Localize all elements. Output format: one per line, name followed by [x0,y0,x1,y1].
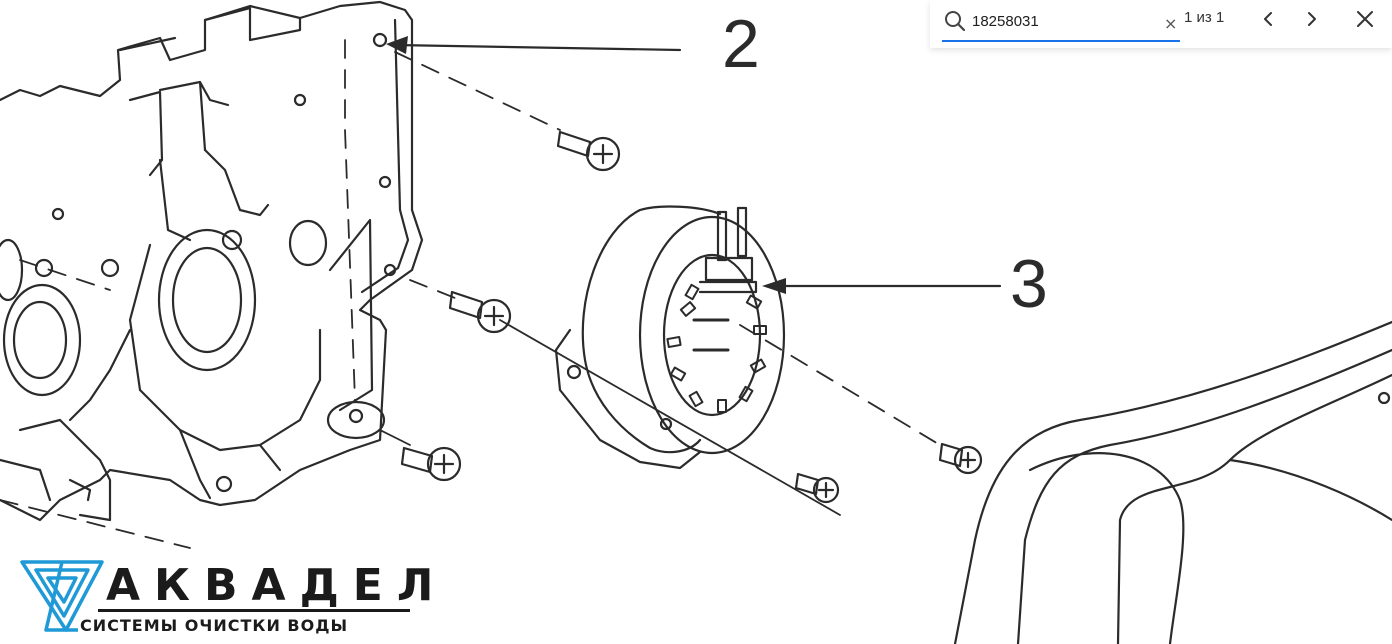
motor [554,205,786,470]
search-icon [945,11,966,32]
match-count: 1 из 1 [1184,9,1225,26]
find-input[interactable] [972,8,1152,34]
find-field: × [942,4,1180,42]
brand-underline [98,609,410,612]
screw-middle [448,290,512,334]
chevron-right-icon[interactable] [1298,6,1324,32]
screw-bottom-left [400,446,462,482]
logo-mark-icon [20,560,104,632]
valve-housing [0,0,424,522]
find-bar: × 1 из 1 [930,0,1392,48]
callout-number-3: 3 [1010,246,1048,322]
screw-bottom-middle [794,472,840,504]
cover [953,320,1392,644]
screw-top [556,130,621,172]
brand-logo: АКВАДЕЛ СИСТЕМЫ ОЧИСТКИ ВОДЫ [18,556,433,636]
screw-right [938,442,983,475]
callout-number-2: 2 [722,6,760,82]
chevron-left-icon[interactable] [1256,6,1282,32]
close-icon[interactable] [1352,6,1378,32]
clear-icon[interactable]: × [1164,14,1178,33]
brand-tagline: СИСТЕМЫ ОЧИСТКИ ВОДЫ [80,616,349,635]
brand-name: АКВАДЕЛ [106,560,448,611]
